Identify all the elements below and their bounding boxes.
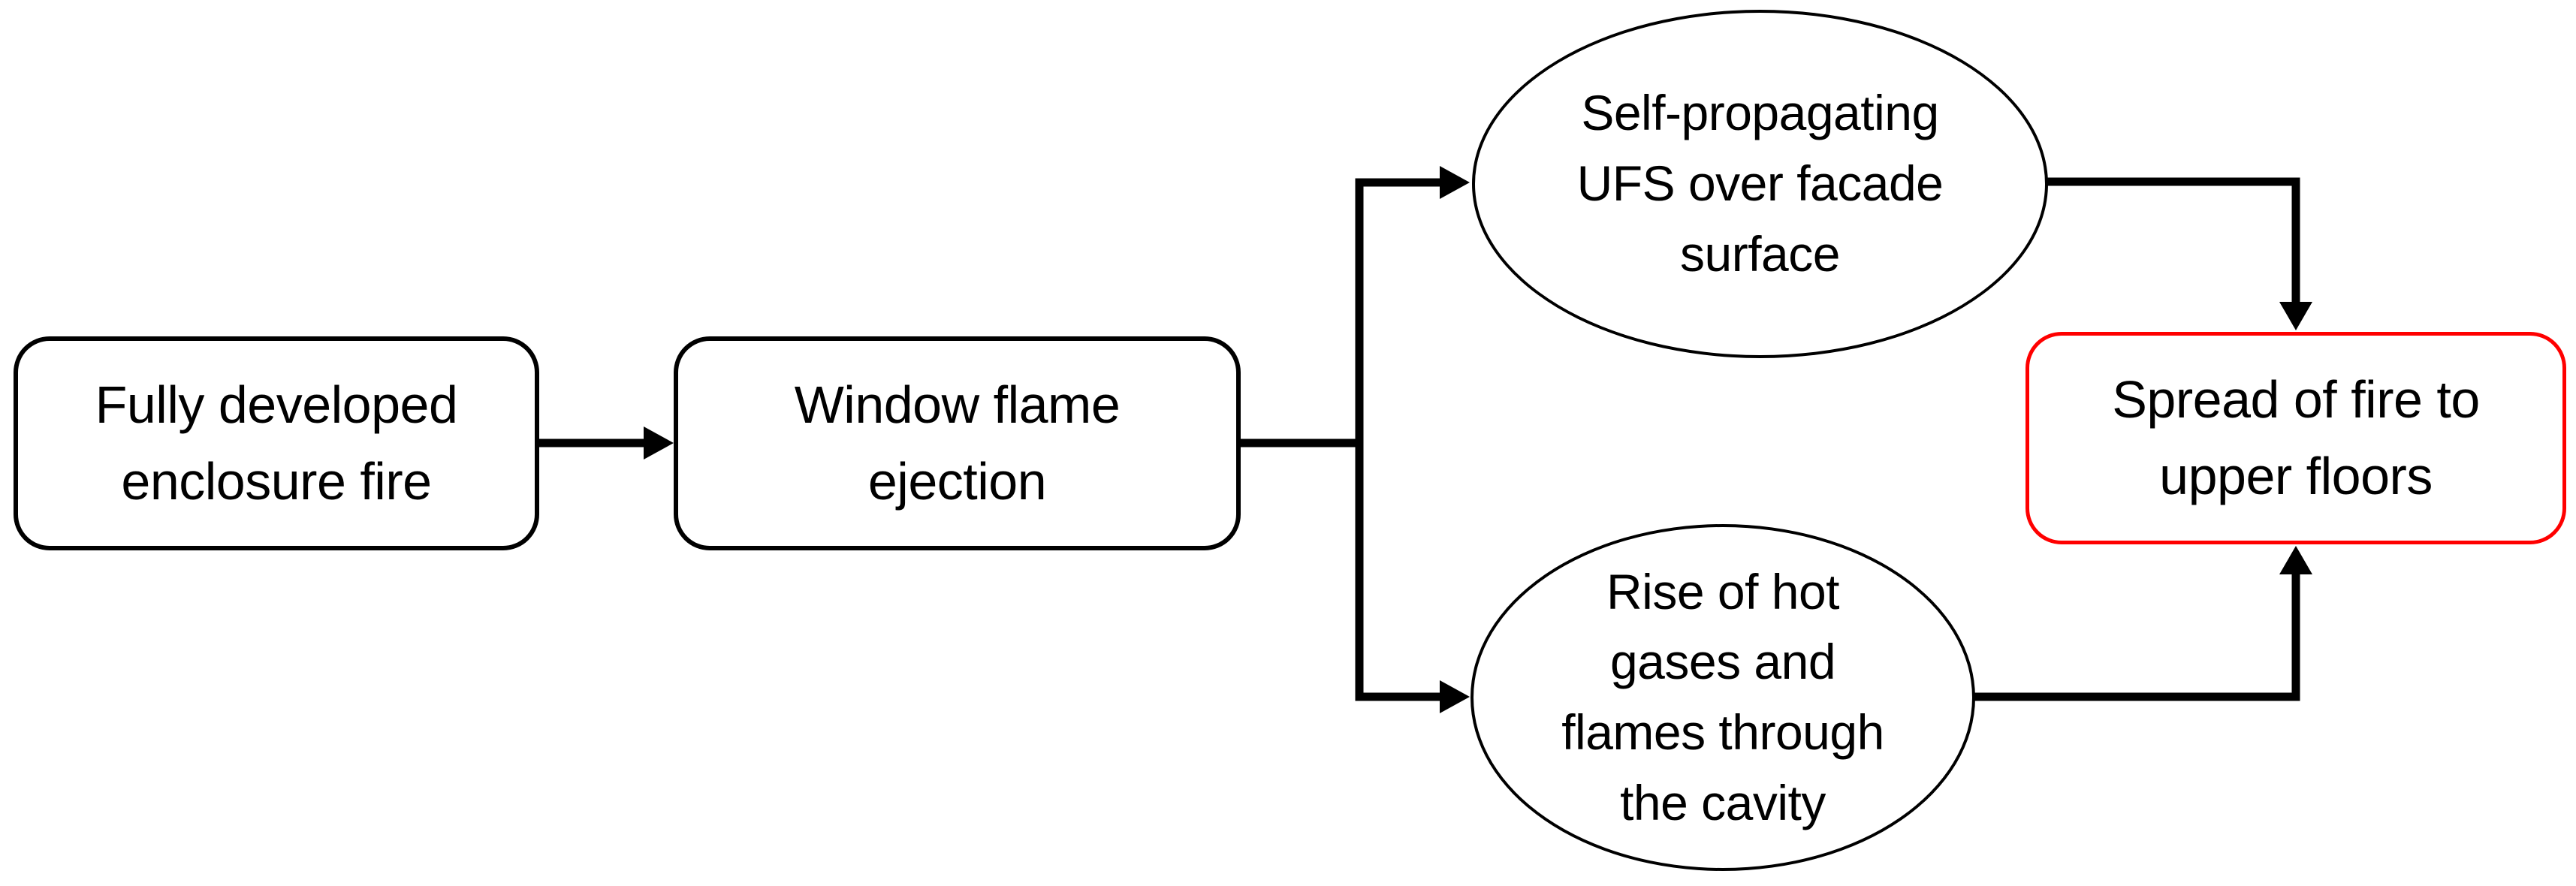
node-fully-developed-enclosure-fire: Fully developed enclosure fire	[14, 336, 539, 550]
node-label-line: Rise of hot	[1606, 563, 1840, 619]
node-window-flame-ejection: Window flame ejection	[674, 336, 1241, 550]
node-label-line: Fully developed	[95, 375, 458, 434]
node-label-line: Spread of fire to	[2112, 370, 2480, 429]
node-label-line: Window flame	[794, 375, 1121, 434]
node-label-line: flames through	[1561, 704, 1884, 760]
arrow-cavity-to-fire-spread	[1971, 546, 2312, 701]
arrow-branch-to-ufs	[1355, 166, 1470, 199]
arrow-branch-to-cavity	[1355, 680, 1470, 713]
node-rise-hot-gases-cavity: Rise of hot gases and flames through the…	[1470, 524, 1975, 871]
connector-window-to-branch-trunk	[1238, 178, 1364, 701]
node-label-line: ejection	[867, 451, 1047, 511]
node-label-line: gases and	[1609, 634, 1836, 690]
arrow-enclosure-to-window	[537, 426, 674, 460]
node-spread-of-fire-upper-floors: Spread of fire to upper floors	[2026, 332, 2566, 544]
arrow-ufs-to-fire-spread	[2044, 177, 2312, 330]
node-label-line: surface	[1680, 225, 1840, 282]
node-label-line: upper floors	[2159, 446, 2433, 505]
node-self-propagating-ufs-facade: Self-propagating UFS over facade surface	[1472, 10, 2048, 358]
node-label-line: UFS over facade	[1576, 155, 1944, 212]
node-label-line: Self-propagating	[1581, 85, 1939, 141]
node-label-line: the cavity	[1620, 774, 1826, 830]
node-label-line: enclosure fire	[121, 451, 432, 511]
